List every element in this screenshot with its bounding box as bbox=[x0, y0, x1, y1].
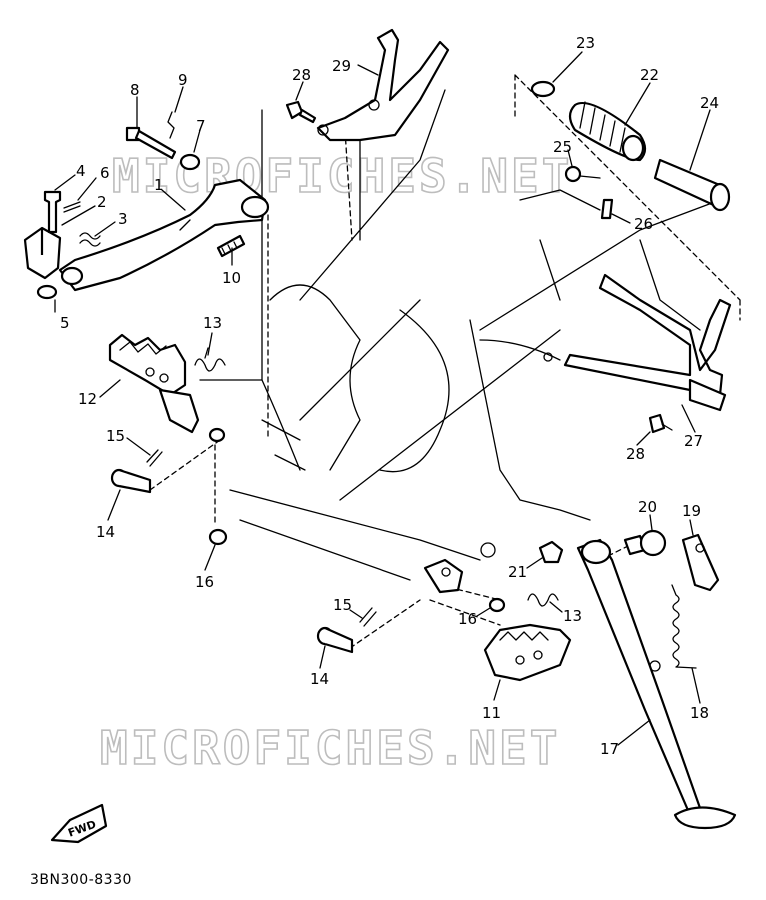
callout-16a: 16 bbox=[195, 573, 214, 591]
stand-spring bbox=[671, 584, 697, 669]
callout-23: 23 bbox=[576, 34, 595, 52]
callout-12: 12 bbox=[78, 390, 97, 408]
callout-4: 4 bbox=[76, 162, 86, 180]
footrest-spring-right bbox=[527, 593, 559, 607]
footrest-washer-right bbox=[488, 597, 506, 613]
right-footrest bbox=[423, 558, 572, 682]
callout-15a: 15 bbox=[106, 427, 125, 445]
peg-shaft bbox=[653, 158, 731, 212]
footrest-spring-left bbox=[194, 347, 226, 372]
callout-15b: 15 bbox=[333, 596, 352, 614]
callout-14b: 14 bbox=[310, 670, 329, 688]
callout-3: 3 bbox=[118, 210, 128, 228]
callout-7: 7 bbox=[196, 117, 206, 135]
callout-18: 18 bbox=[690, 704, 709, 722]
callout-24: 24 bbox=[700, 94, 719, 112]
callout-10: 10 bbox=[222, 269, 241, 287]
stand-spring-hook bbox=[681, 533, 720, 592]
assembly-leaders bbox=[149, 74, 741, 649]
clevis-washer bbox=[36, 284, 58, 300]
rear-bracket-bolt bbox=[648, 413, 673, 434]
peg-rubber bbox=[568, 101, 647, 162]
pivot-clip bbox=[167, 111, 175, 139]
callout-22: 22 bbox=[640, 66, 659, 84]
frame-outline bbox=[199, 89, 721, 581]
left-footrest bbox=[108, 333, 200, 434]
drawing-code: 3BN300-8330 bbox=[30, 872, 132, 888]
callout-9: 9 bbox=[178, 71, 188, 89]
stand-nut bbox=[538, 540, 564, 564]
footrest-pin-clip-right bbox=[359, 607, 377, 627]
callout-2: 2 bbox=[97, 193, 107, 211]
callout-11: 11 bbox=[482, 704, 501, 722]
upper-bracket bbox=[316, 28, 450, 142]
watermark-bottom: MICROFICHES.NET bbox=[100, 721, 560, 775]
callout-19: 19 bbox=[682, 502, 701, 520]
callout-28b: 28 bbox=[626, 445, 645, 463]
footrest-pin-left bbox=[110, 468, 152, 494]
callout-28a: 28 bbox=[292, 66, 311, 84]
peg-spring bbox=[600, 198, 614, 220]
brake-clevis bbox=[23, 226, 62, 280]
pivot-washer bbox=[179, 153, 201, 171]
peg-ball bbox=[564, 165, 601, 183]
rear-footrest-bracket bbox=[563, 273, 732, 412]
clevis-spring bbox=[79, 232, 101, 247]
watermark-top: MICROFICHES.NET bbox=[112, 149, 572, 203]
callout-25: 25 bbox=[553, 138, 572, 156]
brake-pedal bbox=[58, 178, 270, 292]
side-stand bbox=[576, 538, 737, 830]
callout-14a: 14 bbox=[96, 523, 115, 541]
callout-5: 5 bbox=[60, 314, 70, 332]
callout-17: 17 bbox=[600, 740, 619, 758]
callout-8: 8 bbox=[130, 81, 140, 99]
callout-16b: 16 bbox=[458, 610, 477, 628]
callout-13a: 13 bbox=[203, 314, 222, 332]
bracket-bolt-top bbox=[285, 100, 317, 124]
callouts: 1 2 3 4 5 6 7 8 9 10 11 12 13 13 14 14 1… bbox=[60, 34, 719, 758]
clevis-pin bbox=[43, 190, 62, 234]
callout-26: 26 bbox=[634, 215, 653, 233]
footrest-pin-right bbox=[316, 626, 354, 654]
callout-leaders bbox=[54, 51, 711, 746]
callout-21: 21 bbox=[508, 563, 527, 581]
footrest-washer-left bbox=[208, 528, 228, 546]
stand-bolt bbox=[623, 529, 667, 557]
cotter-pin bbox=[63, 201, 81, 213]
footrest-pin-clip-left bbox=[146, 449, 163, 467]
footrest-bracket-hole-left bbox=[208, 427, 226, 443]
pivot-bolt bbox=[125, 126, 177, 160]
peg-washer bbox=[530, 80, 556, 98]
callout-27: 27 bbox=[684, 432, 703, 450]
callout-20: 20 bbox=[638, 498, 657, 516]
callout-13b: 13 bbox=[563, 607, 582, 625]
return-spring bbox=[216, 234, 246, 258]
callout-1: 1 bbox=[154, 176, 164, 194]
callout-29: 29 bbox=[332, 57, 351, 75]
callout-6: 6 bbox=[100, 164, 110, 182]
forward-direction-badge: FWD bbox=[50, 803, 108, 844]
